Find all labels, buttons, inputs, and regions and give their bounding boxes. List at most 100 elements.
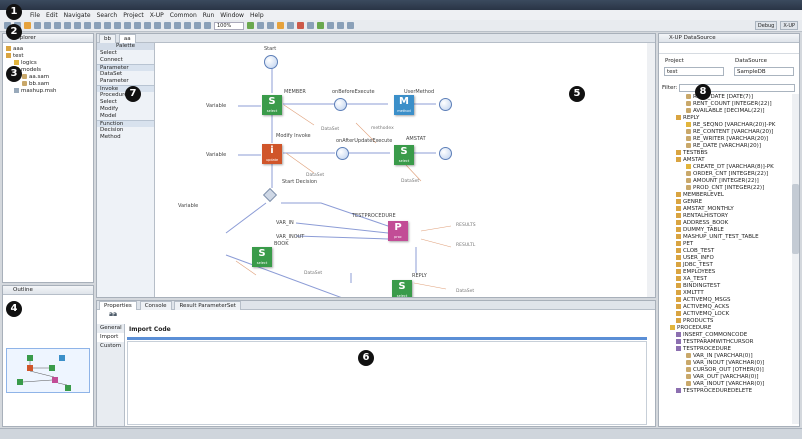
tree-item[interactable]: BINDINGTEST [662, 283, 790, 290]
tree-item[interactable]: PRODUCTS [662, 318, 790, 325]
tree-item[interactable]: CURSOR_OUT [OTHER(0)] [662, 367, 790, 374]
palette-select[interactable]: Select [100, 99, 117, 105]
align-middle-icon[interactable] [134, 22, 141, 29]
event-node[interactable] [439, 147, 452, 160]
palette-parameter-category[interactable]: Parameter [97, 64, 154, 71]
tree-item[interactable]: CLOB_TEST [662, 248, 790, 255]
paste-icon[interactable] [64, 22, 71, 29]
filter-input[interactable] [679, 84, 795, 92]
project-select[interactable]: test [664, 67, 724, 76]
tree-item[interactable]: AMSTAT [662, 157, 790, 164]
tree-item[interactable]: RE_CONTENT [VARCHAR(20)] [662, 129, 790, 136]
record-icon[interactable] [297, 22, 304, 29]
tree-item[interactable]: CREATE_DT [VARCHAR(8)]-PK [662, 164, 790, 171]
tree-item[interactable]: DUMMY_TABLE [662, 227, 790, 234]
tree-item[interactable]: VAR_INOUT [VARCHAR(0)] [662, 360, 790, 367]
tree-item[interactable]: TESTPROCEDURE [662, 346, 790, 353]
editor-tab-aa[interactable]: aa [118, 34, 136, 43]
run-icon[interactable] [247, 22, 254, 29]
menu-item[interactable]: Search [96, 11, 118, 19]
palette-parameter[interactable]: Parameter [100, 78, 129, 84]
tree-item[interactable]: TESTBBS [662, 150, 790, 157]
tree-item[interactable]: aaa [6, 46, 93, 53]
debug-icon[interactable] [267, 22, 274, 29]
tree-item[interactable]: RE_WRITER [VARCHAR(20)] [662, 136, 790, 143]
properties-tab-custom[interactable]: Custom [100, 343, 122, 349]
back-icon[interactable] [337, 22, 344, 29]
match-height-icon[interactable] [164, 22, 171, 29]
menu-item[interactable]: Project [123, 11, 144, 19]
event-node[interactable] [439, 98, 452, 111]
layout-icon[interactable] [184, 22, 191, 29]
palette-dataset[interactable]: DataSet [100, 71, 123, 77]
tree-item[interactable]: RENT_DATE [DATE(7)] [662, 94, 790, 101]
settings-icon[interactable] [287, 22, 294, 29]
zoom-out-icon[interactable] [204, 22, 211, 29]
start-node[interactable] [264, 55, 278, 69]
outline-header[interactable]: Outline [3, 286, 93, 295]
tab-result-parameterset[interactable]: Result ParameterSet [174, 301, 241, 310]
cut-icon[interactable] [44, 22, 51, 29]
tab-properties[interactable]: Properties [99, 301, 137, 310]
redo-icon[interactable] [84, 22, 91, 29]
properties-tab-import[interactable]: Import [97, 333, 124, 342]
external-tools-icon[interactable] [307, 22, 314, 29]
palette-procedure[interactable]: Procedure [100, 92, 128, 98]
undo-icon[interactable] [74, 22, 81, 29]
zoom-in-icon[interactable] [194, 22, 201, 29]
copy-icon[interactable] [54, 22, 61, 29]
tree-item[interactable]: PET [662, 241, 790, 248]
datasource-select[interactable]: SampleDB [734, 67, 794, 76]
tree-item[interactable]: logics [6, 60, 93, 67]
scrollbar-thumb[interactable] [792, 184, 799, 254]
match-width-icon[interactable] [154, 22, 161, 29]
menu-item[interactable]: Help [249, 11, 264, 19]
import-code-editor[interactable] [127, 341, 647, 425]
menu-item[interactable]: Common [169, 11, 197, 19]
tree-item[interactable]: AVAILABLE [DECIMAL(22)] [662, 108, 790, 115]
tree-item[interactable]: AMOUNT [INTEGER(22)] [662, 178, 790, 185]
align-left-icon[interactable] [94, 22, 101, 29]
align-right-icon[interactable] [114, 22, 121, 29]
deploy-icon[interactable] [277, 22, 284, 29]
search-icon[interactable] [327, 22, 334, 29]
tree-item[interactable]: INSERT_COMMONCODE [662, 332, 790, 339]
tree-item[interactable]: XA_TEST [662, 276, 790, 283]
tree-item[interactable]: VAR_OUT [VARCHAR(0)] [662, 374, 790, 381]
print-icon[interactable] [34, 22, 41, 29]
datasource-header[interactable]: X-UP DataSource [659, 34, 799, 43]
perspective-xup[interactable]: X-UP [780, 21, 798, 30]
datasource-scrollbar[interactable] [792, 94, 799, 424]
tree-item[interactable]: XMLTTT [662, 290, 790, 297]
palette-model[interactable]: Model [100, 113, 117, 119]
tree-item[interactable]: ADDRESS_BOOK [662, 220, 790, 227]
tree-item[interactable]: ACTIVEMQ_ACKS [662, 304, 790, 311]
tree-item[interactable]: JDBC_TEST [662, 262, 790, 269]
menu-item[interactable]: File [30, 11, 41, 19]
tree-item[interactable]: PROCEDURE [662, 325, 790, 332]
tree-item[interactable]: RE_DATE [VARCHAR(20)] [662, 143, 790, 150]
event-node[interactable] [336, 147, 349, 160]
forward-icon[interactable] [347, 22, 354, 29]
folder-icon[interactable] [24, 22, 31, 29]
palette-select-tool[interactable]: Select [100, 50, 117, 56]
event-node[interactable] [334, 98, 347, 111]
tree-item[interactable]: RENTALHISTORY [662, 213, 790, 220]
tree-item[interactable]: TESTPROCEDUREDELETE [662, 388, 790, 395]
properties-tab-general[interactable]: General [100, 325, 122, 331]
tree-item[interactable]: MEMBERLEVEL [662, 192, 790, 199]
tree-item[interactable]: ACTIVEMQ_LOCK [662, 311, 790, 318]
menu-item[interactable]: Window [220, 11, 244, 19]
tree-item[interactable]: MASHUP_UNIT_TEST_TABLE [662, 234, 790, 241]
publish-icon[interactable] [317, 22, 324, 29]
tree-item[interactable]: VAR_INOUT [VARCHAR(0)] [662, 381, 790, 388]
tree-item[interactable]: AMSTAT_MONTHLY [662, 206, 790, 213]
tree-item[interactable]: TESTPARAMWITHCURSOR [662, 339, 790, 346]
